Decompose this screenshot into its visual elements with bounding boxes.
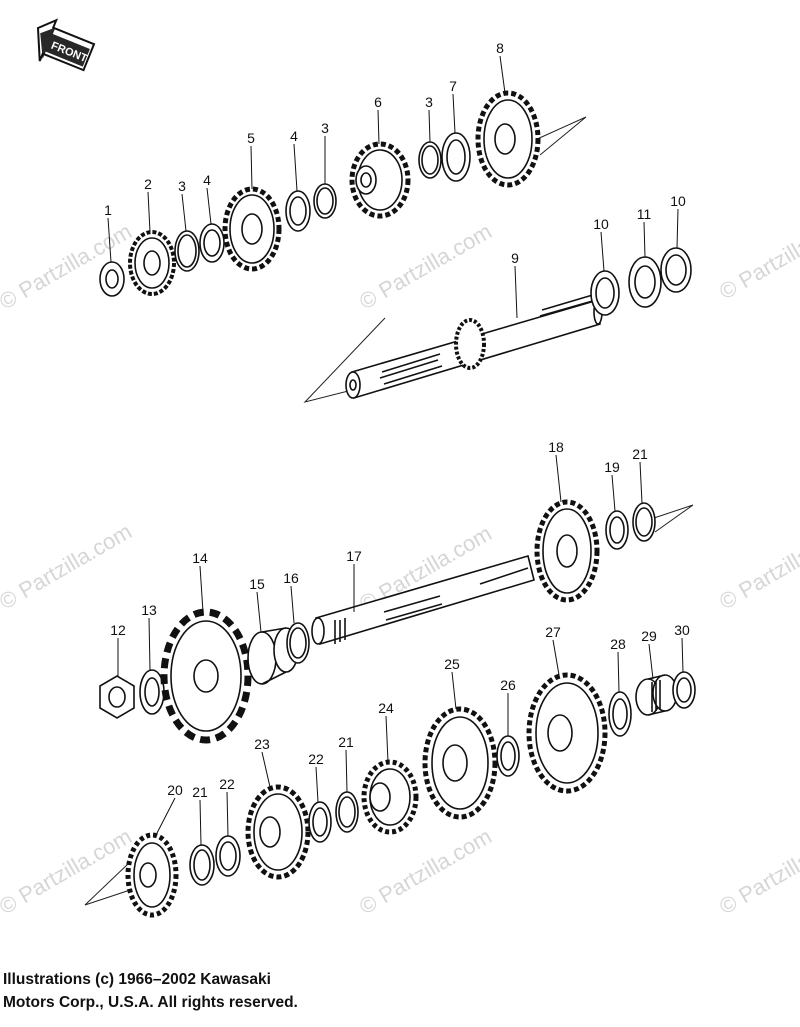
front-arrow-icon: FRONT — [36, 18, 96, 72]
callout-number: 8 — [496, 40, 504, 56]
output-shaft-assembly — [99, 499, 696, 918]
callout-number: 21 — [338, 734, 354, 750]
callout-number: 2 — [144, 176, 152, 192]
input-shaft-part-9 — [345, 293, 603, 400]
callout-number: 22 — [308, 751, 324, 767]
callout-number: 1 — [104, 202, 112, 218]
callout-number: 10 — [593, 216, 609, 232]
callout-number: 25 — [444, 656, 460, 672]
callout-number: 24 — [378, 700, 394, 716]
watermark: © Partzilla.com — [715, 519, 800, 615]
gear-part-20 — [125, 832, 179, 918]
callout-number: 18 — [548, 439, 564, 455]
axis-guides — [84, 116, 694, 906]
callout-number: 16 — [283, 570, 299, 586]
callout-number: 19 — [604, 459, 620, 475]
callout-number: 15 — [249, 576, 265, 592]
sprocket-part-14 — [160, 608, 252, 744]
input-shaft-assembly — [99, 90, 692, 400]
callout-number: 11 — [637, 206, 652, 222]
callout-number: 17 — [346, 548, 362, 564]
gear-part-25 — [422, 706, 498, 820]
callout-number: 10 — [670, 193, 686, 209]
watermark: © Partzilla.com — [715, 824, 800, 920]
gear-part-18 — [534, 499, 600, 603]
callout-number: 3 — [321, 120, 329, 136]
callout-number: 3 — [425, 94, 433, 110]
callout-number: 26 — [500, 677, 516, 693]
watermark: © Partzilla.com — [355, 824, 496, 920]
callout-number: 29 — [641, 628, 657, 644]
gear-part-8 — [475, 90, 541, 188]
callout-number: 30 — [674, 622, 690, 638]
copyright-line-2: Motors Corp., U.S.A. All rights reserved… — [3, 994, 298, 1011]
gear-part-24 — [361, 759, 419, 835]
callout-number: 21 — [192, 784, 208, 800]
callout-number: 28 — [610, 636, 626, 652]
copyright-line-1: Illustrations (c) 1966–2002 Kawasaki — [3, 971, 271, 988]
watermark: © Partzilla.com — [715, 209, 800, 305]
callout-number: 3 — [178, 178, 186, 194]
callout-number: 7 — [449, 78, 457, 94]
bearing-part-29 — [635, 674, 678, 716]
watermark: © Partzilla.com — [355, 219, 496, 315]
callout-number: 5 — [247, 130, 255, 146]
callout-number: 27 — [545, 624, 561, 640]
gear-part-2 — [128, 230, 176, 296]
callout-number: 4 — [203, 172, 211, 188]
watermark: © Partzilla.com — [0, 824, 136, 920]
gear-part-6 — [349, 141, 411, 219]
callout-layer: 1 2 3 4 5 4 3 6 3 7 8 9 10 11 10 12 13 1… — [104, 40, 690, 846]
callout-number: 20 — [167, 782, 183, 798]
callout-number: 22 — [219, 776, 235, 792]
callout-number: 12 — [110, 622, 126, 638]
gear-part-27 — [526, 672, 608, 794]
callout-number: 13 — [141, 602, 157, 618]
gear-part-23 — [245, 784, 311, 880]
watermark: © Partzilla.com — [0, 519, 136, 615]
callout-number: 4 — [290, 128, 298, 144]
output-shaft-part-17 — [311, 554, 535, 646]
callout-number: 23 — [254, 736, 270, 752]
copyright-footer: Illustrations (c) 1966–2002 Kawasaki Mot… — [3, 968, 298, 1014]
gear-part-5 — [222, 186, 282, 272]
callout-number: 14 — [192, 550, 208, 566]
nut-part-12 — [99, 675, 135, 719]
callout-number: 6 — [374, 94, 382, 110]
callout-number: 21 — [632, 446, 648, 462]
callout-number: 9 — [511, 250, 519, 266]
